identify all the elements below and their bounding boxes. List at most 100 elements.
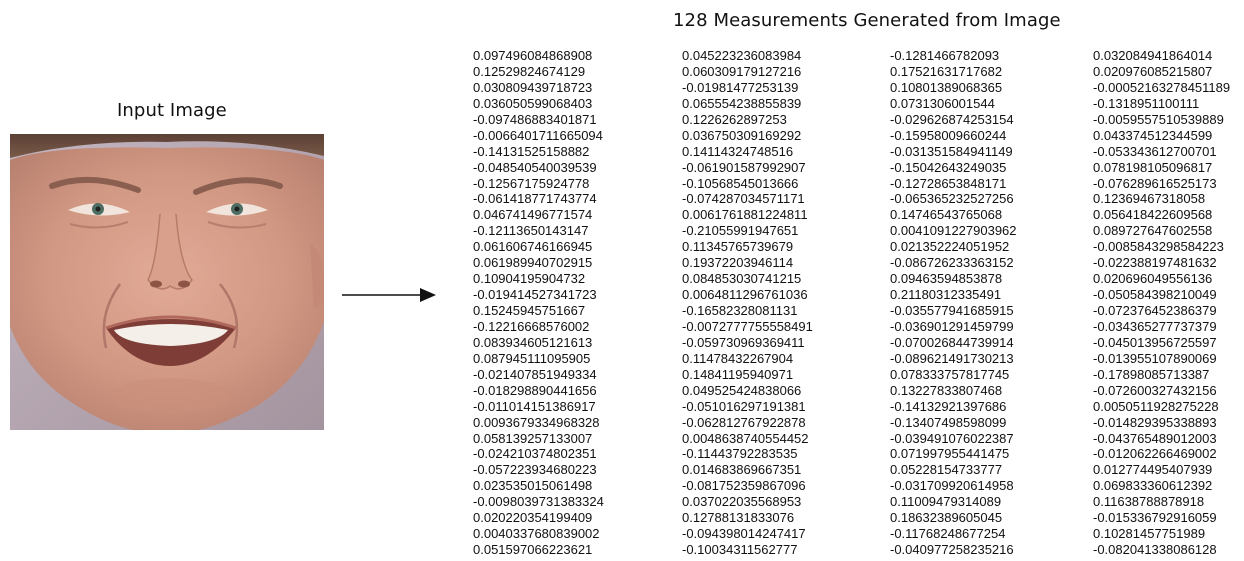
measurement-value: -0.015336792916059 xyxy=(1093,510,1217,526)
measurement-value: -0.12113650143147 xyxy=(473,223,589,239)
measurement-value: -0.024210374802351 xyxy=(473,446,597,462)
measurement-value: 0.21180312335491 xyxy=(890,287,1002,303)
measurement-value: -0.1318951100111 xyxy=(1093,95,1200,111)
measurement-value: -0.021407851949334 xyxy=(473,366,597,382)
measurement-value: -0.018298890441656 xyxy=(473,382,597,398)
measurement-value: 0.12369467318058 xyxy=(1093,191,1206,207)
measurement-value: -0.15042643249035 xyxy=(890,159,1007,175)
measurement-value: 0.11638788878918 xyxy=(1093,494,1205,510)
input-face-image xyxy=(10,134,324,430)
measurement-value: 0.0064811296761036 xyxy=(682,287,808,303)
measurement-value: 0.11009479314089 xyxy=(890,494,1002,510)
measurement-value: -0.019414527341723 xyxy=(473,287,597,303)
measurement-value: -0.0059557510539889 xyxy=(1093,111,1224,127)
measurement-value: -0.022388197481632 xyxy=(1093,255,1217,271)
measurement-value: -0.031351584941149 xyxy=(890,143,1013,159)
measurement-value: 0.0731306001544 xyxy=(890,95,995,111)
measurement-value: -0.14132921397686 xyxy=(890,398,1007,414)
measurement-value: 0.0093679334968328 xyxy=(473,414,600,430)
measurements-title: 128 Measurements Generated from Image xyxy=(673,10,1061,31)
measurement-value: -0.040977258235216 xyxy=(890,542,1014,558)
measurement-value: 0.14114324748516 xyxy=(682,143,794,159)
measurement-value: -0.057223934680223 xyxy=(473,462,597,478)
measurement-value: 0.061606746166945 xyxy=(473,239,593,255)
measurement-value: 0.051597066223621 xyxy=(473,542,593,558)
measurement-value: 0.084853030741215 xyxy=(682,271,802,287)
measurement-value: -0.065365232527256 xyxy=(890,191,1014,207)
measurement-value: 0.045223236083984 xyxy=(682,48,802,63)
arrow-icon xyxy=(342,288,436,302)
measurement-value: 0.13227833807468 xyxy=(890,382,1003,398)
measurement-value: -0.11768248677254 xyxy=(890,526,1006,542)
measurement-value: -0.039491076022387 xyxy=(890,430,1014,446)
measurement-value: 0.037022035568953 xyxy=(682,494,802,510)
measurement-value: 0.020220354199409 xyxy=(473,510,593,526)
measurement-value: -0.0085843298584223 xyxy=(1093,239,1224,255)
measurement-value: 0.089727647602558 xyxy=(1093,223,1213,239)
measurement-value: -0.070026844739914 xyxy=(890,334,1014,350)
measurement-value: 0.10801389068365 xyxy=(890,79,1003,95)
measurement-value: 0.020976085215807 xyxy=(1093,63,1213,79)
measurement-value: -0.074287034571171 xyxy=(682,191,805,207)
measurement-value: -0.036901291459799 xyxy=(890,318,1014,334)
measurement-value: -0.16582328081131 xyxy=(682,303,798,318)
measurement-value: 0.1226262897253 xyxy=(682,111,787,127)
measurement-value: 0.058139257133007 xyxy=(473,430,593,446)
measurement-value: 0.11345765739679 xyxy=(682,239,794,255)
measurement-value: 0.078333757817745 xyxy=(890,366,1010,382)
measurement-value: -0.012062266469002 xyxy=(1093,446,1217,462)
measurement-value: -0.15958009660244 xyxy=(890,127,1007,143)
measurement-value: -0.051016297191381 xyxy=(682,398,806,414)
measurement-value: -0.061418771743774 xyxy=(473,191,597,207)
measurement-value: -0.12728653848171 xyxy=(890,175,1007,191)
measurement-value: 0.056418422609568 xyxy=(1093,207,1213,223)
measurement-value: -0.072376452386379 xyxy=(1093,303,1217,318)
measurement-value: 0.021352224051952 xyxy=(890,239,1010,255)
measurement-value: -0.014829395338893 xyxy=(1093,414,1217,430)
measurement-value: 0.078198105096817 xyxy=(1093,159,1213,175)
measurement-value: -0.050584398210049 xyxy=(1093,287,1217,303)
measurement-value: -0.081752359867096 xyxy=(682,478,806,494)
measurement-value: -0.094398014247417 xyxy=(682,526,806,542)
measurement-value: 0.0040337680839002 xyxy=(473,526,600,542)
measurement-value: -0.00052163278451189 xyxy=(1093,79,1231,95)
measurement-value: -0.013955107890069 xyxy=(1093,350,1217,366)
measurement-value: 0.10281457751989 xyxy=(1093,526,1206,542)
measurement-value: 0.061989940702915 xyxy=(473,255,593,271)
measurement-value: -0.076289616525173 xyxy=(1093,175,1217,191)
measurement-value: 0.19372203946114 xyxy=(682,255,794,271)
measurement-value: 0.087945111095905 xyxy=(473,350,591,366)
measurement-value: 0.0048638740554452 xyxy=(682,430,809,446)
measurement-value: 0.09463594853878 xyxy=(890,271,1003,287)
measurement-value: 0.10904195904732 xyxy=(473,271,586,287)
measurement-value: 0.036050599068403 xyxy=(473,95,593,111)
measurement-value: -0.12216668576002 xyxy=(473,318,590,334)
measurement-value: -0.045013956725597 xyxy=(1093,334,1217,350)
measurement-value: 0.032084941864014 xyxy=(1093,48,1213,63)
measurement-value: -0.14131525158882 xyxy=(473,143,590,159)
measurement-value: 0.083934605121613 xyxy=(473,334,593,350)
measurement-value: -0.089621491730213 xyxy=(890,350,1014,366)
measurement-value: 0.012774495407939 xyxy=(1093,462,1213,478)
measurement-value: -0.10568545013666 xyxy=(682,175,799,191)
measurement-value: -0.12567175924778 xyxy=(473,175,590,191)
measurement-value: 0.046741496771574 xyxy=(473,207,593,223)
measurement-value: -0.11443792283535 xyxy=(682,446,798,462)
measurement-value: -0.072600327432156 xyxy=(1093,382,1217,398)
measurement-value: 0.0050511928275228 xyxy=(1093,398,1219,414)
measurement-value: 0.071997955441475 xyxy=(890,446,1010,462)
measurement-value: 0.0041091227903962 xyxy=(890,223,1017,239)
measurement-value: 0.023535015061498 xyxy=(473,478,593,494)
measurement-value: 0.18632389605045 xyxy=(890,510,1003,526)
measurement-value: -0.13407498598099 xyxy=(890,414,1007,430)
measurement-value: 0.020696049556136 xyxy=(1093,271,1213,287)
measurement-value: -0.01981477253139 xyxy=(682,79,799,95)
measurement-value: 0.0061761881224811 xyxy=(682,207,808,223)
measurement-value: -0.082041338086128 xyxy=(1093,542,1217,558)
input-image-title: Input Image xyxy=(117,100,227,121)
measurement-value: 0.065554238855839 xyxy=(682,95,802,111)
measurement-value: 0.097496084868908 xyxy=(473,48,593,63)
measurement-value: -0.061901587992907 xyxy=(682,159,806,175)
